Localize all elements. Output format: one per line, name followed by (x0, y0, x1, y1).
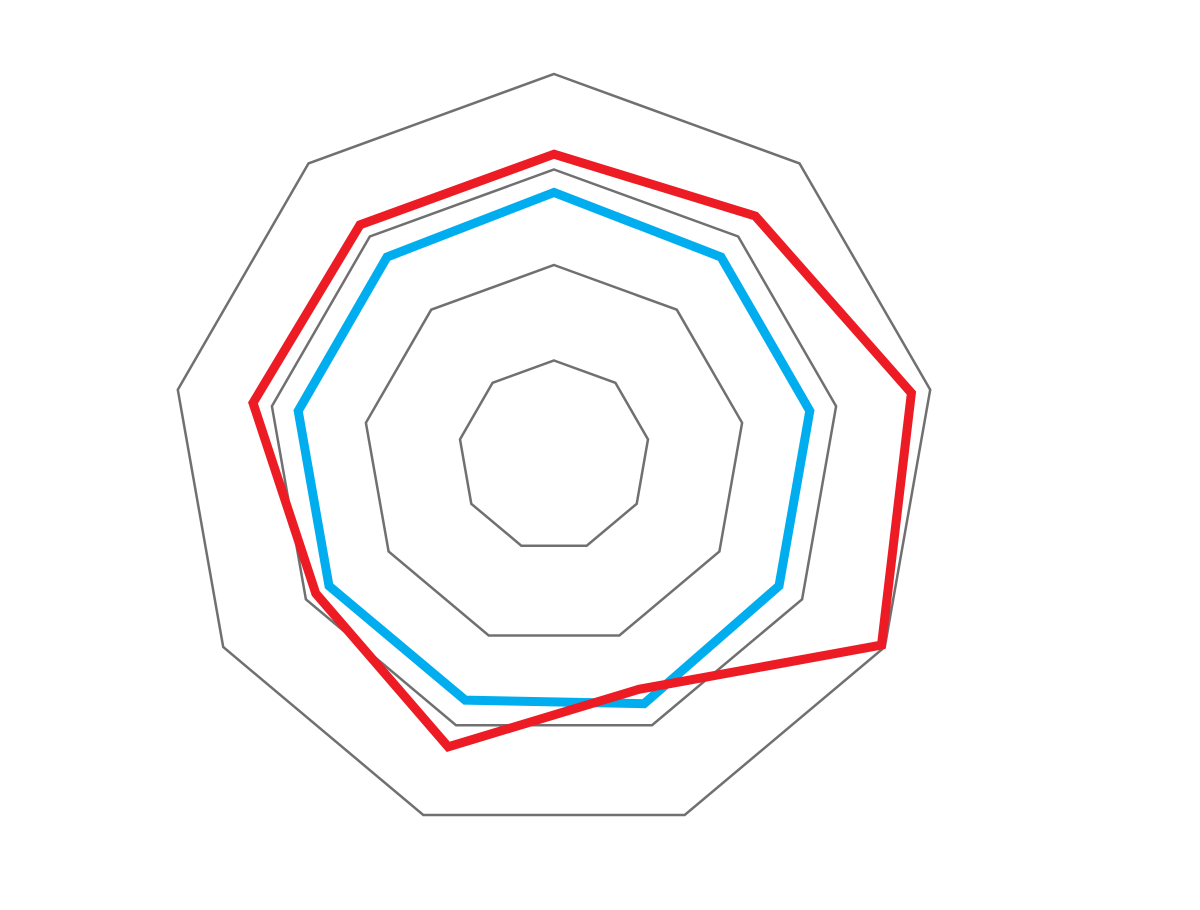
radar-grid (176, 72, 932, 817)
series-line-1 (293, 187, 815, 709)
grid-ring-3 (270, 168, 838, 727)
grid-ring-2 (364, 263, 744, 637)
radar-series-layer (248, 149, 917, 752)
grid-ring-1 (458, 359, 650, 547)
grid-ring-4 (176, 72, 932, 817)
series-line-2 (248, 149, 917, 752)
